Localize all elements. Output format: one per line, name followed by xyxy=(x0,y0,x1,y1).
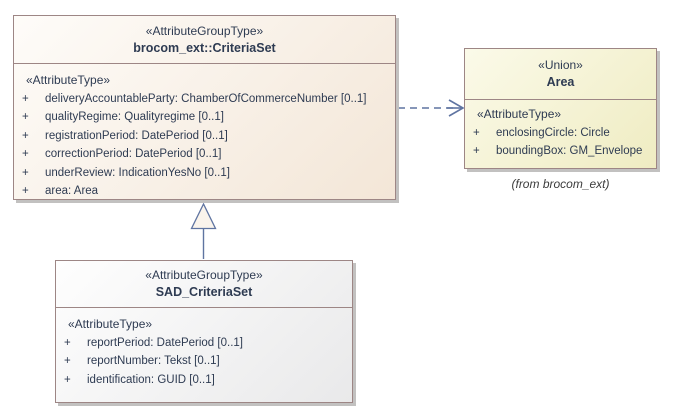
class-brocom-ext-criteriaset: «AttributeGroupType» brocom_ext::Criteri… xyxy=(13,15,396,200)
attribute-row: + boundingBox: GM_Envelope xyxy=(465,142,656,161)
area-origin-note: (from brocom_ext) xyxy=(511,177,610,191)
class-name: SAD_CriteriaSet xyxy=(155,285,253,299)
attribute-text: area: Area xyxy=(45,185,99,197)
class-area: «Union» Area «AttributeType» + enclosing… xyxy=(464,48,657,169)
attribute-row: + correctionPeriod: DatePeriod [0..1] xyxy=(14,145,395,164)
attribute-text: correctionPeriod: DatePeriod [0..1] xyxy=(45,148,222,160)
attribute-row: + identification: GUID [0..1] xyxy=(56,371,352,390)
generalization-connector xyxy=(190,202,217,259)
attribute-text: underReview: IndicationYesNo [0..1] xyxy=(45,166,230,179)
dependency-connector xyxy=(398,99,465,117)
attribute-text: reportPeriod: DatePeriod [0..1] xyxy=(87,336,243,349)
attribute-text: qualityRegime: Qualityregime [0..1] xyxy=(45,111,224,123)
visibility-marker: + xyxy=(22,148,29,160)
attribute-row: + reportNumber: Tekst [0..1] xyxy=(56,352,352,371)
attribute-row: + underReview: IndicationYesNo [0..1] xyxy=(14,164,395,183)
attribute-row: + registrationPeriod: DatePeriod [0..1] xyxy=(14,127,395,146)
class-stereotype: «AttributeGroupType» xyxy=(145,23,264,38)
class-header: «Union» Area xyxy=(465,49,656,100)
visibility-marker: + xyxy=(22,92,29,105)
attributes-compartment: «AttributeType» + reportPeriod: DatePeri… xyxy=(56,308,352,402)
class-sad-criteriaset: «AttributeGroupType» SAD_CriteriaSet «At… xyxy=(55,260,353,403)
attribute-stereotype: «AttributeType» xyxy=(26,73,111,87)
class-stereotype: «AttributeGroupType» xyxy=(145,268,263,282)
class-name: Area xyxy=(546,75,575,89)
attributes-compartment: «AttributeType» + enclosingCircle: Circl… xyxy=(465,100,656,168)
visibility-marker: + xyxy=(64,355,71,367)
attributes-compartment: «AttributeType» + deliveryAccountablePar… xyxy=(14,64,395,201)
attribute-text: reportNumber: Tekst [0..1] xyxy=(87,355,220,367)
attribute-text: enclosingCircle: Circle xyxy=(496,126,610,139)
attribute-row: + enclosingCircle: Circle xyxy=(465,124,656,143)
attribute-stereotype: «AttributeType» xyxy=(68,317,153,331)
attribute-text: boundingBox: GM_Envelope xyxy=(496,145,643,157)
visibility-marker: + xyxy=(64,373,71,386)
attribute-text: registrationPeriod: DatePeriod [0..1] xyxy=(45,129,228,142)
attribute-stereotype: «AttributeType» xyxy=(477,107,562,121)
attribute-row: + deliveryAccountableParty: ChamberOfCom… xyxy=(14,90,395,109)
visibility-marker: + xyxy=(473,145,480,157)
class-header: «AttributeGroupType» SAD_CriteriaSet xyxy=(56,261,352,308)
attribute-text: deliveryAccountableParty: ChamberOfComme… xyxy=(45,92,367,105)
class-header: «AttributeGroupType» brocom_ext::Criteri… xyxy=(14,16,395,64)
visibility-marker: + xyxy=(22,129,29,142)
visibility-marker: + xyxy=(22,185,29,197)
visibility-marker: + xyxy=(22,166,29,179)
attribute-row: + area: Area xyxy=(14,182,395,201)
class-name: brocom_ext::CriteriaSet xyxy=(133,40,276,55)
visibility-marker: + xyxy=(64,336,71,349)
attribute-text: identification: GUID [0..1] xyxy=(87,373,215,386)
class-stereotype: «Union» xyxy=(538,58,583,72)
visibility-marker: + xyxy=(22,111,29,123)
attribute-row: + reportPeriod: DatePeriod [0..1] xyxy=(56,334,352,353)
attribute-row: + qualityRegime: Qualityregime [0..1] xyxy=(14,108,395,127)
visibility-marker: + xyxy=(473,126,480,139)
